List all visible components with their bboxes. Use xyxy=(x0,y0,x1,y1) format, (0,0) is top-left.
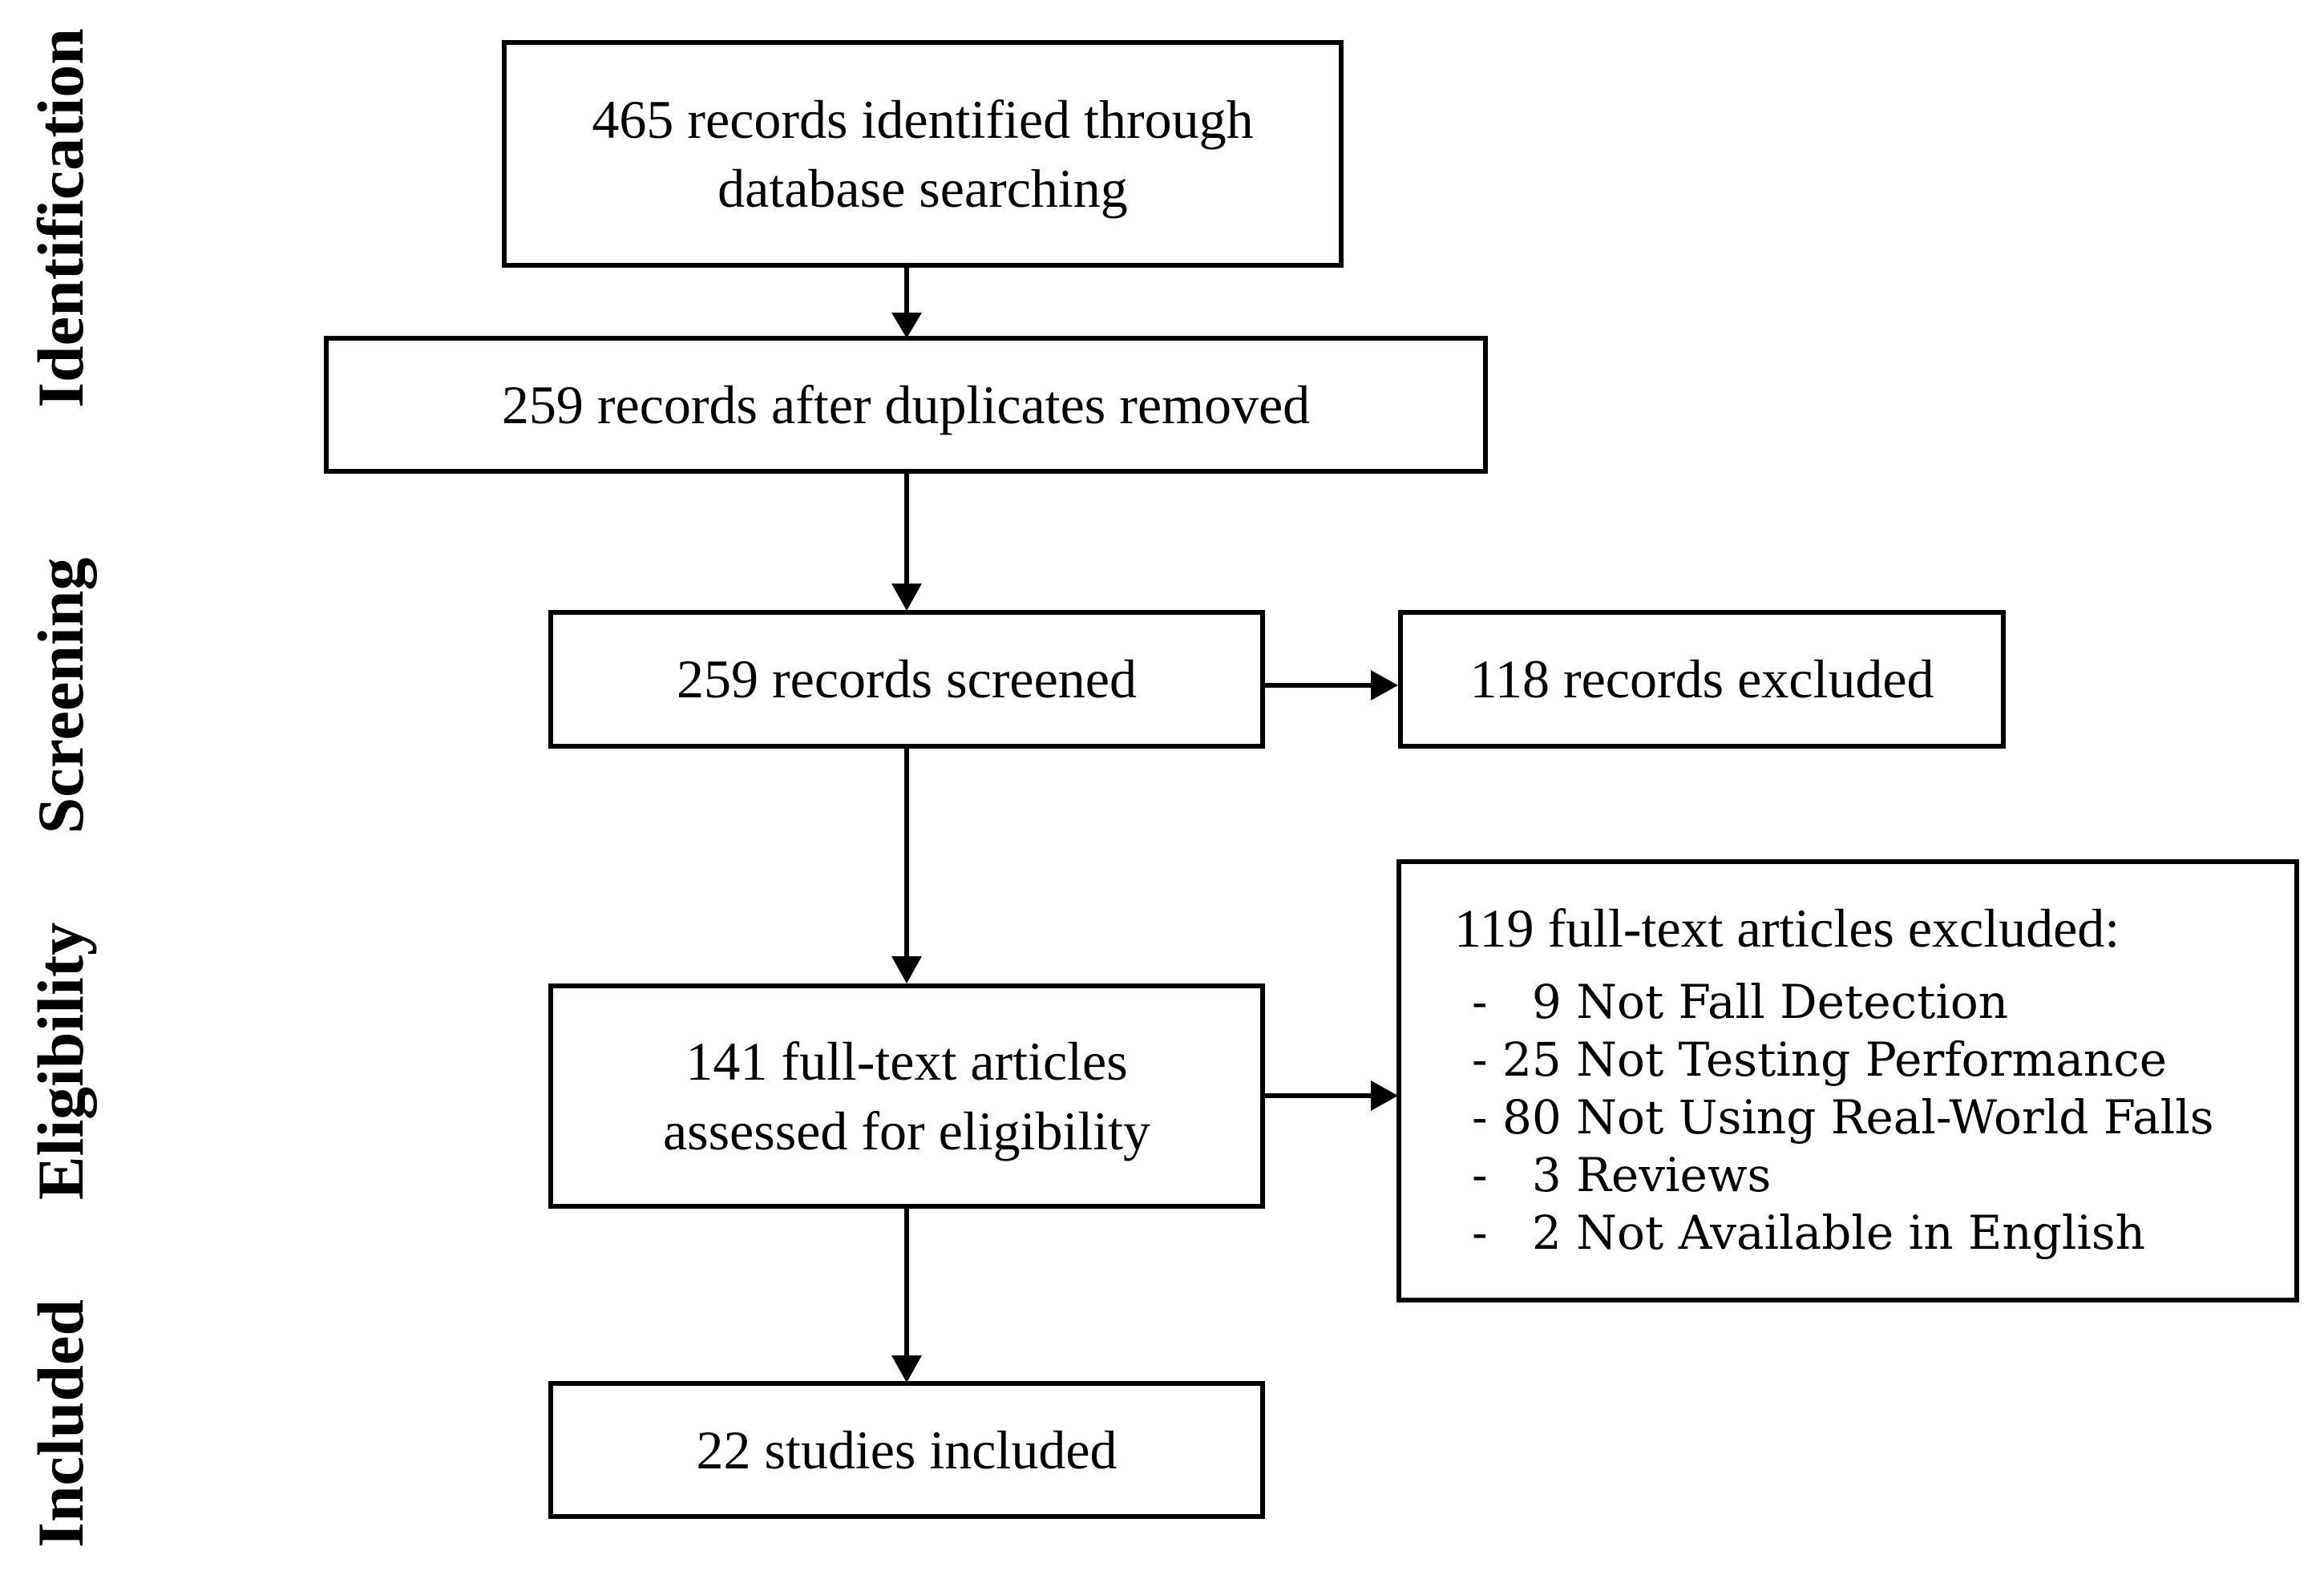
fulltext-assessed-line2: assessed for eligibility xyxy=(662,1100,1151,1161)
studies-included-text: 22 studies included xyxy=(696,1419,1118,1480)
box-fulltext-excluded: 119 full-text articles excluded: - 9 Not… xyxy=(1396,859,2299,1302)
records-identified-line1: 465 records identified through xyxy=(592,88,1254,150)
fulltext-assessed-line1: 141 full-text articles xyxy=(685,1031,1128,1092)
arrowhead-down-4 xyxy=(891,1355,922,1383)
arrowhead-down-1 xyxy=(891,313,922,338)
exclusion-reasons-list: - 9 Not Fall Detection - 25 Not Testing … xyxy=(1454,973,2214,1262)
box-fulltext-assessed: 141 full-text articles assessed for elig… xyxy=(548,983,1265,1209)
arrowhead-down-2 xyxy=(891,584,922,611)
arrowhead-right-2 xyxy=(1371,1080,1398,1111)
box-records-screened: 259 records screened xyxy=(548,610,1265,749)
fulltext-excluded-heading: 119 full-text articles excluded: xyxy=(1454,898,2120,959)
records-screened-text: 259 records screened xyxy=(677,648,1137,710)
records-after-duplicates-text: 259 records after duplicates removed xyxy=(501,374,1311,435)
exclusion-reason-item: - 9 Not Fall Detection xyxy=(1472,974,2009,1029)
records-excluded-text: 118 records excluded xyxy=(1469,648,1934,710)
exclusion-reason-item: - 25 Not Testing Performance xyxy=(1472,1032,2168,1087)
exclusion-reason-item: - 80 Not Using Real-World Falls xyxy=(1472,1089,2214,1145)
records-identified-line2: database searching xyxy=(717,158,1128,219)
box-studies-included: 22 studies included xyxy=(548,1381,1265,1519)
exclusion-reason-item: - 2 Not Available in English xyxy=(1472,1205,2146,1260)
exclusion-reason-item: - 3 Reviews xyxy=(1472,1147,1772,1202)
box-records-identified: 465 records identified through database … xyxy=(502,40,1344,268)
box-records-excluded: 118 records excluded xyxy=(1398,610,2006,749)
box-records-after-duplicates: 259 records after duplicates removed xyxy=(324,336,1488,474)
arrowhead-down-3 xyxy=(891,956,922,983)
arrowhead-right-1 xyxy=(1371,670,1398,701)
